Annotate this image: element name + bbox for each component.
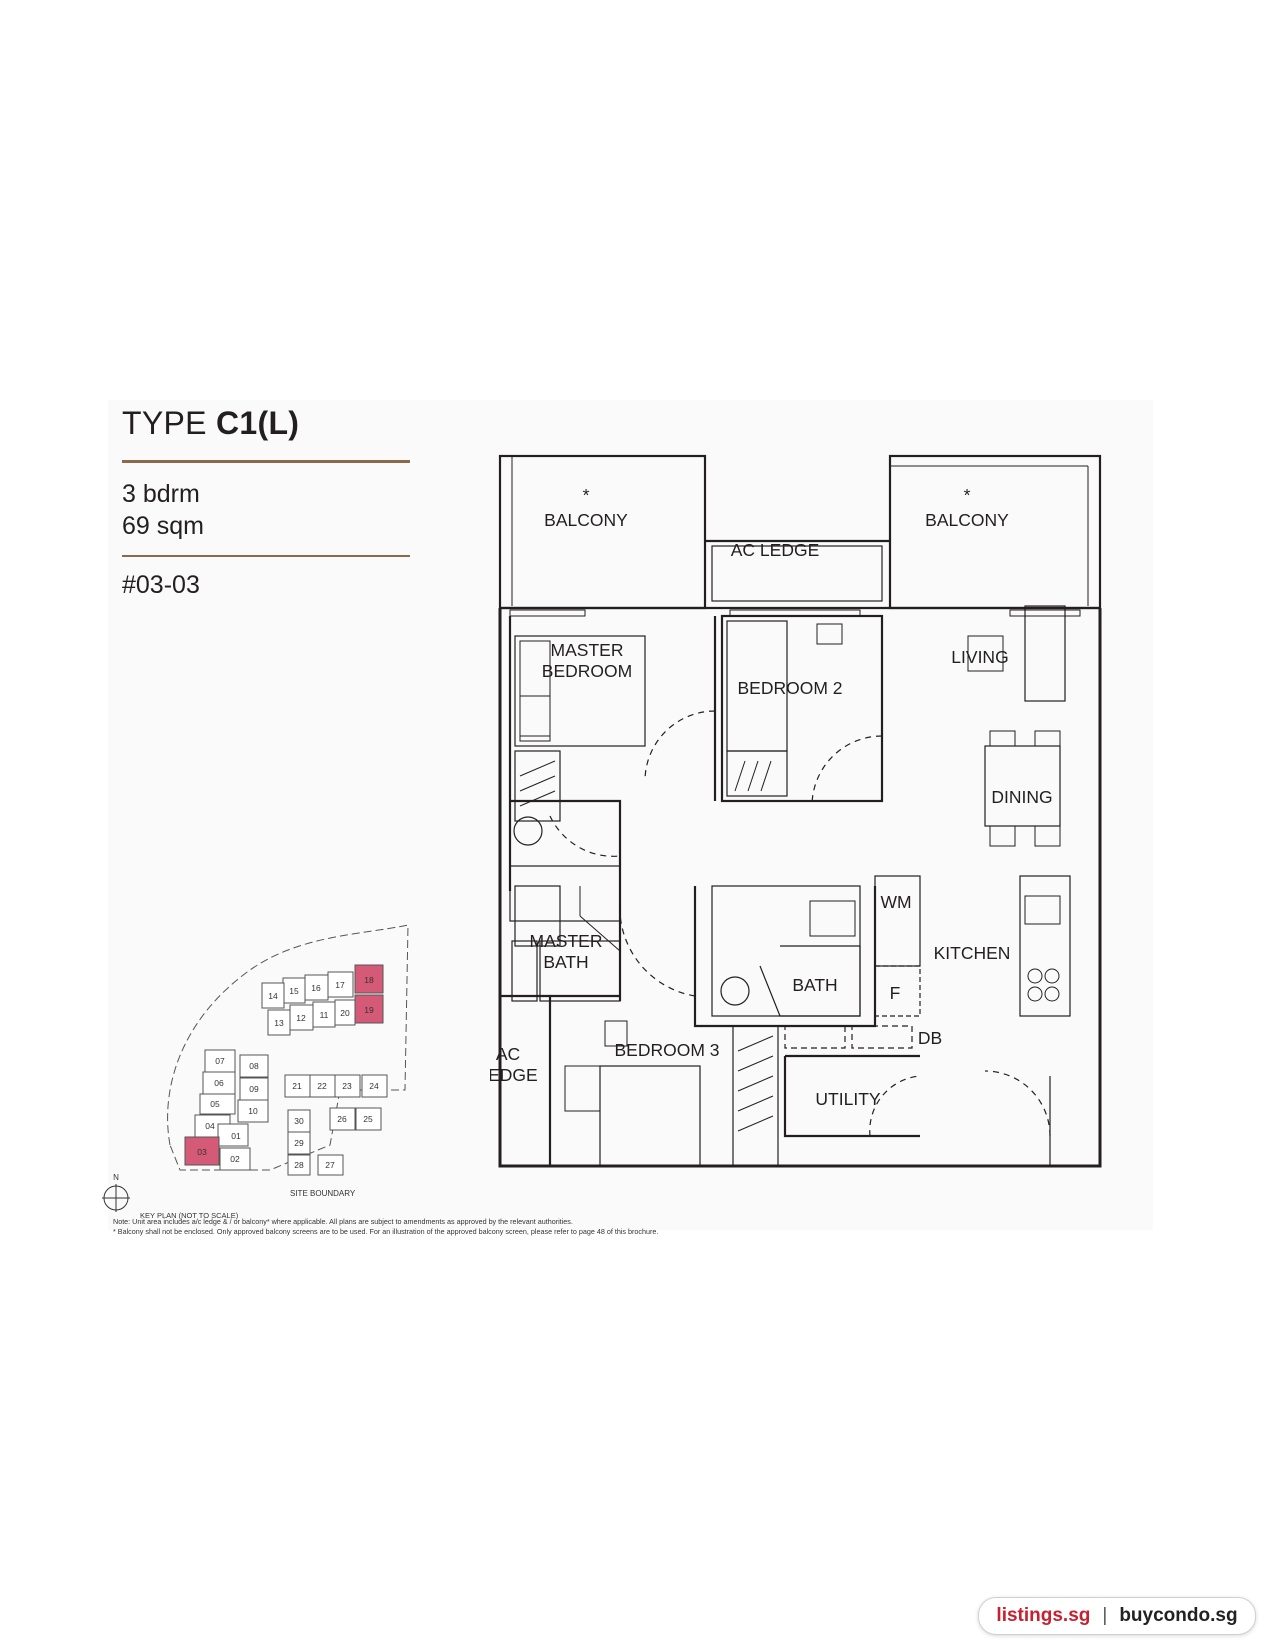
unit-17-label: 17 xyxy=(335,980,345,990)
db-label: DB xyxy=(918,1028,942,1048)
note-line-2: * Balcony shall not be enclosed. Only ap… xyxy=(113,1227,659,1236)
living-label: LIVING xyxy=(951,647,1008,667)
fridge-label: F xyxy=(890,983,901,1003)
note-line-1: Note: Unit area includes a/c ledge & / o… xyxy=(113,1217,573,1226)
balcony-right-star: * xyxy=(964,485,971,505)
master-bath-label-2: BATH xyxy=(543,952,588,972)
floor-plan: * BALCONY * BALCONY AC LEDGE MASTER BEDR… xyxy=(478,446,1130,1211)
floor-plan-drawing: * BALCONY * BALCONY AC LEDGE MASTER BEDR… xyxy=(478,454,1102,1168)
utility-label: UTILITY xyxy=(815,1089,880,1109)
unit-09-label: 09 xyxy=(249,1084,259,1094)
ac-ledge-top-label: AC LEDGE xyxy=(731,540,820,560)
unit-23-label: 23 xyxy=(342,1081,352,1091)
unit-03-cell xyxy=(184,1136,220,1166)
bedroom3-label: BEDROOM 3 xyxy=(614,1040,719,1060)
unit-02-label: 02 xyxy=(230,1154,240,1164)
unit-area: 69 sqm xyxy=(122,512,204,540)
key-plan-drawing: 18 19 17 16 15 14 20 11 12 13 07 08 06 0… xyxy=(102,924,409,1220)
key-plan: 18 19 17 16 15 14 20 11 12 13 07 08 06 0… xyxy=(100,880,430,1225)
footnotes: Note: Unit area includes a/c ledge & / o… xyxy=(113,1217,658,1237)
unit-21-label: 21 xyxy=(292,1081,302,1091)
balcony-left xyxy=(498,454,707,610)
balcony-right-label: BALCONY xyxy=(925,510,1009,530)
unit-13-label: 13 xyxy=(274,1018,284,1028)
balcony-left-label: BALCONY xyxy=(544,510,628,530)
key-plan-caption: KEY PLAN (NOT TO SCALE) xyxy=(140,1211,239,1220)
unit-14-label: 14 xyxy=(268,991,278,1001)
unit-10-label: 10 xyxy=(248,1106,258,1116)
unit-29-label: 29 xyxy=(294,1138,304,1148)
type-prefix: TYPE xyxy=(122,405,207,441)
type-code: C1(L) xyxy=(215,405,300,441)
unit-07-label: 07 xyxy=(215,1056,225,1066)
site-boundary-label: SITE BOUNDARY xyxy=(290,1189,356,1198)
unit-03-label: 03 xyxy=(197,1147,207,1157)
spec-divider xyxy=(122,555,410,557)
watermark-separator: | xyxy=(1102,1605,1108,1626)
balcony-left-star: * xyxy=(583,485,590,505)
unit-19-cell xyxy=(354,994,384,1024)
unit-27-label: 27 xyxy=(325,1160,335,1170)
dining-label: DINING xyxy=(991,787,1052,807)
north-arrow-icon: N xyxy=(102,1173,130,1212)
unit-20-label: 20 xyxy=(340,1008,350,1018)
title-divider xyxy=(122,460,410,463)
master-bath-label-1: MASTER xyxy=(530,931,603,951)
bedroom2-label: BEDROOM 2 xyxy=(737,678,842,698)
ac-ledge-left-label-1: AC xyxy=(496,1044,520,1064)
ac-ledge-top xyxy=(711,545,883,602)
unit-18-label: 18 xyxy=(364,975,374,985)
unit-type-title: TYPE C1(L) xyxy=(122,405,299,442)
ac-ledge-left-label-2: LEDGE xyxy=(490,1065,538,1085)
master-bedroom-label-1: MASTER xyxy=(551,640,624,660)
unit-16-label: 16 xyxy=(311,983,321,993)
unit-12-label: 12 xyxy=(296,1013,306,1023)
unit-19-label: 19 xyxy=(364,1005,374,1015)
unit-05-label: 05 xyxy=(210,1099,220,1109)
watermark-site-b[interactable]: buycondo.sg xyxy=(1119,1605,1238,1626)
balcony-right xyxy=(888,454,1102,610)
unit-28-label: 28 xyxy=(294,1160,304,1170)
unit-30-label: 30 xyxy=(294,1116,304,1126)
unit-25-label: 25 xyxy=(363,1114,373,1124)
unit-06-label: 06 xyxy=(214,1078,224,1088)
unit-22-label: 22 xyxy=(317,1081,327,1091)
unit-24-label: 24 xyxy=(369,1081,379,1091)
watermark-site-a[interactable]: listings.sg xyxy=(996,1605,1091,1626)
unit-01-label: 01 xyxy=(231,1131,241,1141)
bedroom-count: 3 bdrm xyxy=(122,480,200,508)
unit-18-cell xyxy=(354,964,384,994)
watermark-badge[interactable]: listings.sg | buycondo.sg xyxy=(978,1597,1256,1635)
north-label: N xyxy=(113,1173,119,1182)
unit-number: #03-03 xyxy=(122,571,200,599)
unit-15-label: 15 xyxy=(289,986,299,996)
kitchen-label: KITCHEN xyxy=(934,943,1011,963)
content-panel xyxy=(108,400,1153,1230)
unit-11-label: 11 xyxy=(320,1010,329,1020)
bath-label: BATH xyxy=(792,975,837,995)
unit-26-label: 26 xyxy=(337,1114,347,1124)
unit-08-label: 08 xyxy=(249,1061,259,1071)
master-bedroom-label-2: BEDROOM xyxy=(542,661,632,681)
wm-label: WM xyxy=(880,892,911,912)
unit-04-label: 04 xyxy=(205,1121,215,1131)
